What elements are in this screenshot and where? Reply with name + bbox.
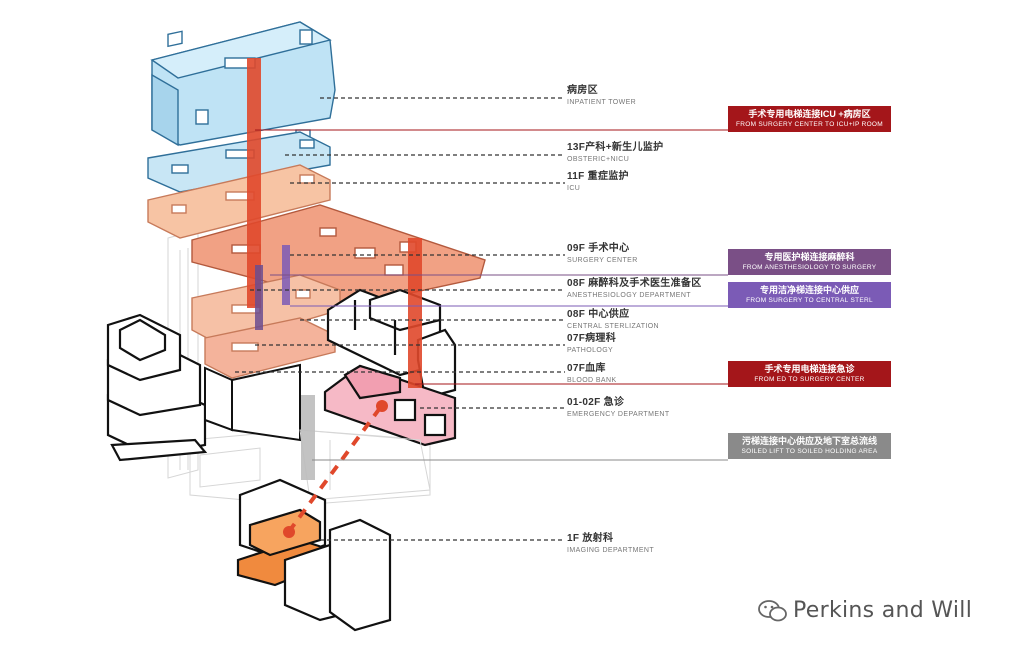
ed-imaging-dash <box>288 406 382 532</box>
tag-sterilization-lift: 专用洁净梯连接中心供应 FROM SURGERY TO CENTRAL STER… <box>728 282 891 308</box>
tag-zh: 手术专用电梯连接ICU +病房区 <box>748 109 871 119</box>
tag-anesthesiology-lift: 专用医护梯连接麻醉科 FROM ANESTHESIOLOGY TO SURGER… <box>728 249 891 275</box>
inpatient-tower <box>150 21 336 147</box>
grey-soiled-lift <box>301 395 315 480</box>
label-en: ICU <box>567 185 581 192</box>
label-zh: 1F 放射科 <box>567 533 614 544</box>
watermark-text: Perkins and Will <box>793 598 973 623</box>
tag-en: FROM SURGERY TO CENTRAL STERL <box>746 297 873 304</box>
label-08f-sterilization: 08F 中心供应 CENTRAL STERLIZATION <box>567 309 660 331</box>
label-en: BLOOD BANK <box>567 377 617 384</box>
label-en: PATHOLOGY <box>567 347 614 354</box>
label-07f-pathology: 07F病理科 PATHOLOGY <box>567 333 617 355</box>
tag-zh: 手术专用电梯连接急诊 <box>764 364 855 374</box>
label-11f-icu: 11F 重症监护 ICU <box>567 171 629 193</box>
emergency-department-block <box>323 364 457 447</box>
floor-07f-pathology <box>204 317 336 379</box>
label-zh: 09F 手术中心 <box>567 243 630 254</box>
tag-soiled-lift: 污梯连接中心供应及地下室总流线 SOILED LIFT TO SOILED HO… <box>728 433 891 459</box>
tag-surgery-icu-lift: 手术专用电梯连接ICU +病房区 FROM SURGERY CENTER TO … <box>728 106 891 132</box>
label-en: CENTRAL STERLIZATION <box>567 323 660 330</box>
label-09f-surgery: 09F 手术中心 SURGERY CENTER <box>567 243 638 265</box>
label-emergency: 01-02F 急诊 EMERGENCY DEPARTMENT <box>567 397 670 419</box>
label-en: EMERGENCY DEPARTMENT <box>567 411 670 418</box>
label-zh: 01-02F 急诊 <box>567 397 625 408</box>
label-07f-blood-bank: 07F血库 BLOOD BANK <box>567 363 617 385</box>
label-zh: 病房区 <box>567 85 598 96</box>
label-en: ANESTHESIOLOGY DEPARTMENT <box>567 292 691 299</box>
imaging-department-block <box>236 478 392 632</box>
label-imaging: 1F 放射科 IMAGING DEPARTMENT <box>567 533 655 555</box>
tag-zh: 污梯连接中心供应及地下室总流线 <box>741 436 877 446</box>
floor-11f-icu <box>147 164 331 239</box>
tag-zh: 专用医护梯连接麻醉科 <box>764 252 855 262</box>
red-lift-ed-surgery <box>408 238 422 388</box>
tag-en: SOILED LIFT TO SOILED HOLDING AREA <box>741 448 878 455</box>
tag-ed-surgery-lift: 手术专用电梯连接急诊 FROM ED TO SURGERY CENTER <box>728 361 891 387</box>
label-en: INPATIENT TOWER <box>567 99 637 106</box>
purple-lift-anesthesiology <box>255 265 263 330</box>
label-zh: 07F血库 <box>567 363 606 374</box>
label-zh: 08F 中心供应 <box>567 309 630 320</box>
tag-en: FROM ANESTHESIOLOGY TO SURGERY <box>742 264 877 271</box>
tag-en: FROM SURGERY CENTER TO ICU+IP ROOM <box>735 121 884 128</box>
label-zh: 13F产科+新生儿监护 <box>567 142 664 153</box>
label-en: OBSTERIC+NICU <box>567 156 630 163</box>
tag-zh: 专用洁净梯连接中心供应 <box>759 285 859 295</box>
label-zh: 07F病理科 <box>567 333 617 344</box>
ed-node <box>376 400 388 412</box>
tag-en: FROM ED TO SURGERY CENTER <box>754 376 865 383</box>
label-inpatient-tower: 病房区 INPATIENT TOWER <box>567 85 637 107</box>
label-13f-obstetric: 13F产科+新生儿监护 OBSTERIC+NICU <box>567 142 664 164</box>
label-zh: 11F 重症监护 <box>567 171 629 182</box>
left-stacked-blocks <box>106 313 208 462</box>
floor-13f-obstetric <box>147 131 331 193</box>
imaging-node <box>283 526 295 538</box>
label-08f-anesthesiology: 08F 麻醉科及手术医生准备区 ANESTHESIOLOGY DEPARTMEN… <box>567 278 702 300</box>
lower-podium <box>204 363 301 442</box>
red-lift-surgery-icu <box>247 58 261 308</box>
leader-lines <box>235 97 728 541</box>
wechat-icon <box>758 600 787 622</box>
label-en: SURGERY CENTER <box>567 257 638 264</box>
label-zh: 08F 麻醉科及手术医生准备区 <box>567 278 702 289</box>
label-en: IMAGING DEPARTMENT <box>567 547 655 554</box>
